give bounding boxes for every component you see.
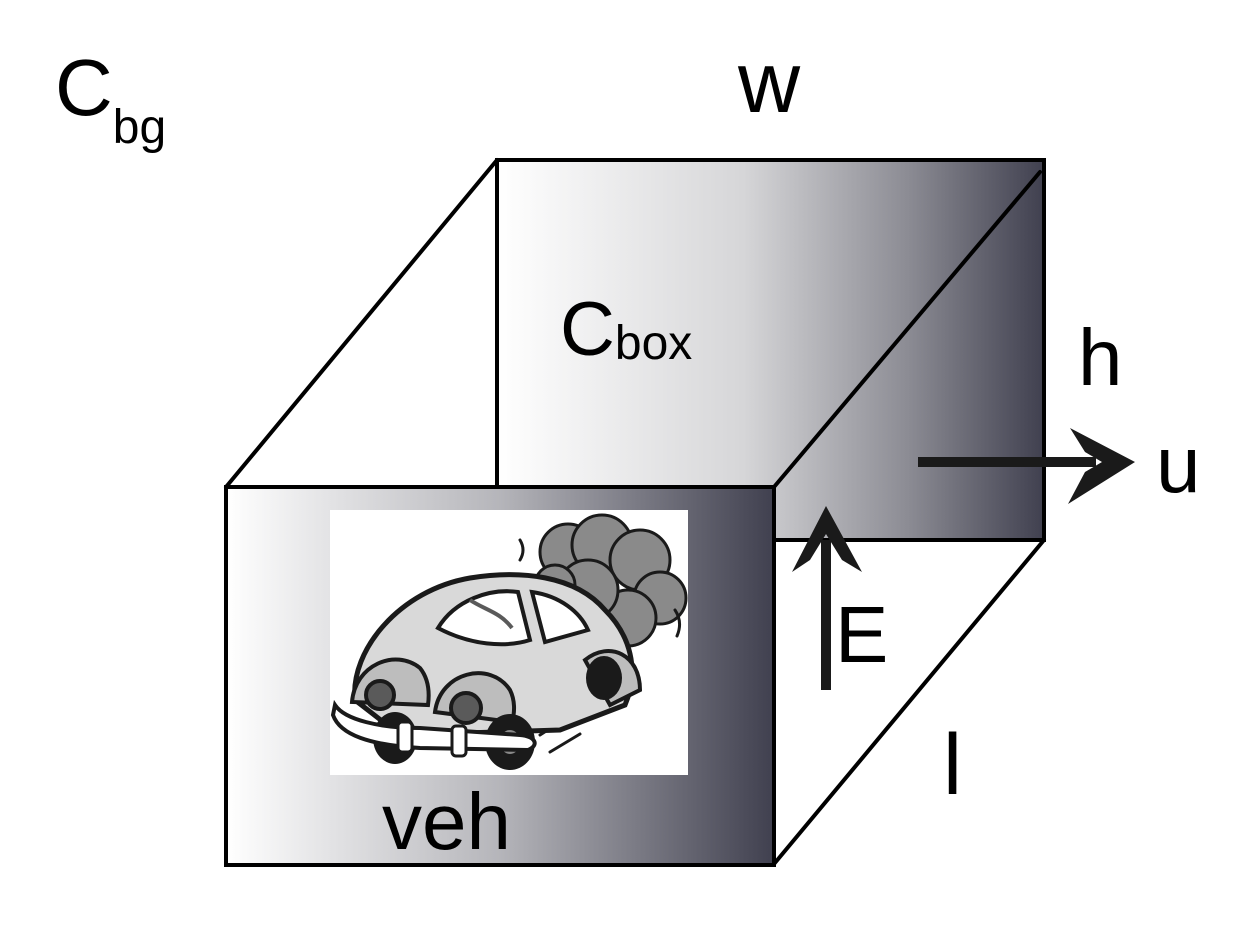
emission-label: E xyxy=(835,590,889,679)
width-label: w xyxy=(738,35,801,131)
height-label: h xyxy=(1078,313,1123,402)
background-concentration-main: C xyxy=(55,43,113,132)
box-edges xyxy=(224,158,1046,866)
box-concentration-main: C xyxy=(560,287,615,372)
box-concentration-sub: box xyxy=(614,317,693,370)
car-with-exhaust-icon xyxy=(330,510,688,775)
length-label: l xyxy=(943,717,963,813)
wind-speed-label: u xyxy=(1156,420,1201,509)
back-face xyxy=(495,158,1046,542)
vehicle-label: veh xyxy=(382,777,511,866)
arrow-up-icon xyxy=(792,506,862,690)
background-concentration-label: Cbg xyxy=(55,48,166,152)
arrow-right-icon xyxy=(918,428,1135,504)
background-concentration-sub: bg xyxy=(112,101,167,154)
box-concentration-label: Cbox xyxy=(560,292,692,368)
